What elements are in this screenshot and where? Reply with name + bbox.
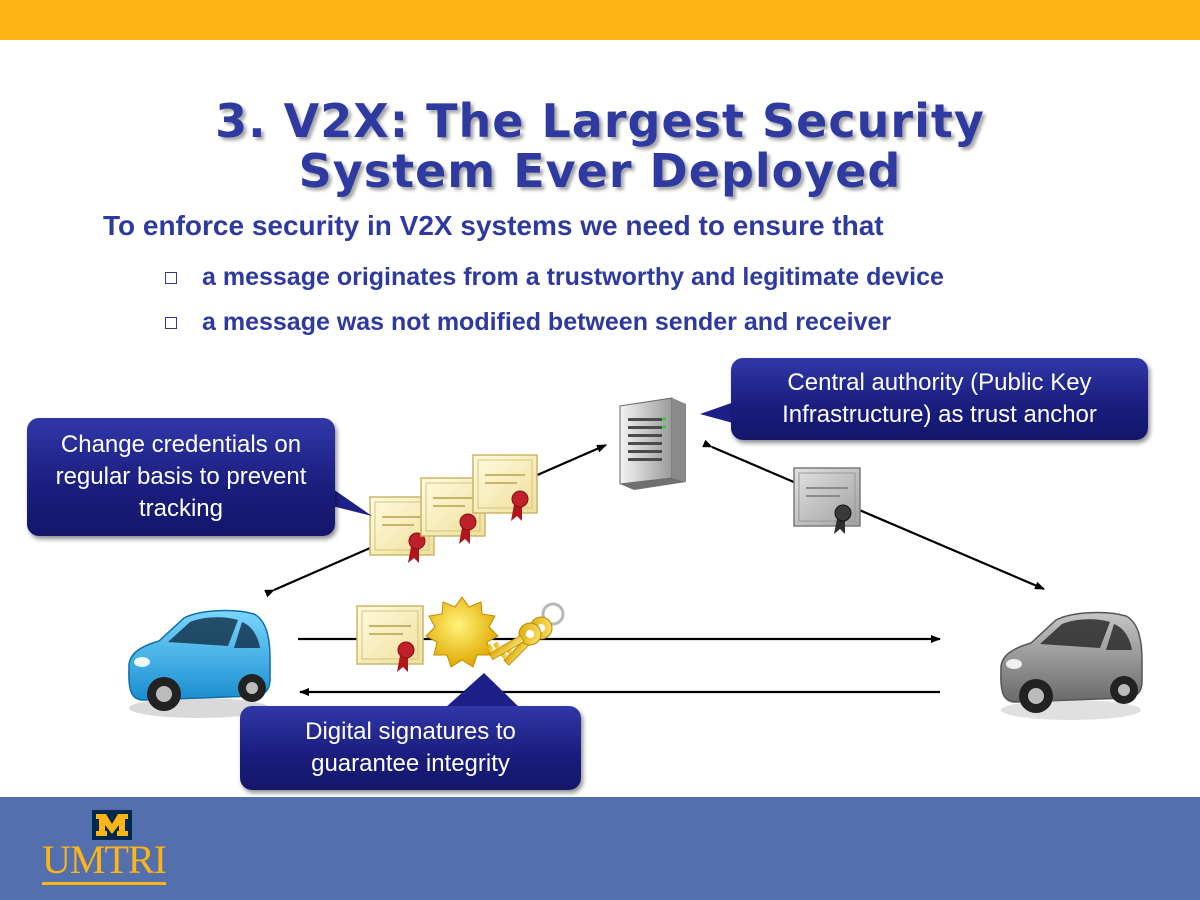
server-icon [619,397,686,490]
arrow-server-to-gray-car [702,439,1045,591]
pointer-digital [445,673,520,708]
slide-subtitle: To enforce security in V2X systems we ne… [103,210,884,241]
block-m-icon [92,810,132,840]
certificate-stack [369,454,538,563]
certificate-icon [356,605,424,672]
pointer-central [700,400,740,425]
umtri-logo [92,810,132,840]
square-bullet-icon [165,271,177,284]
title-line-2: System Ever Deployed [298,144,902,198]
callout-change-credentials: Change credentials on regular basis to p… [27,418,335,536]
slide-title: 3. V2X: The Largest Security System Ever… [0,96,1200,196]
top-accent-bar [0,0,1200,40]
callout-central-authority: Central authority (Public Key Infrastruc… [731,358,1148,440]
bullet-text: a message originates from a trustworthy … [202,263,944,291]
bullet-item: a message was not modified between sende… [162,300,944,345]
umtri-logo-text: UMTRI [42,838,167,885]
bullet-item: a message originates from a trustworthy … [162,255,944,300]
gray-car-icon [1000,611,1143,720]
seal-icon [425,596,499,668]
bullet-list: a message originates from a trustworthy … [162,255,944,345]
gray-certificate-icon [793,467,861,534]
callout-digital-signatures: Digital signatures to guarantee integrit… [240,706,581,790]
certificate-icon [472,454,538,521]
footer-bar [0,797,1200,900]
blue-car-icon [128,609,271,718]
keys-icon [486,602,565,666]
title-line-1: 3. V2X: The Largest Security [215,94,985,148]
bullet-text: a message was not modified between sende… [202,308,892,336]
square-bullet-icon [165,316,177,329]
